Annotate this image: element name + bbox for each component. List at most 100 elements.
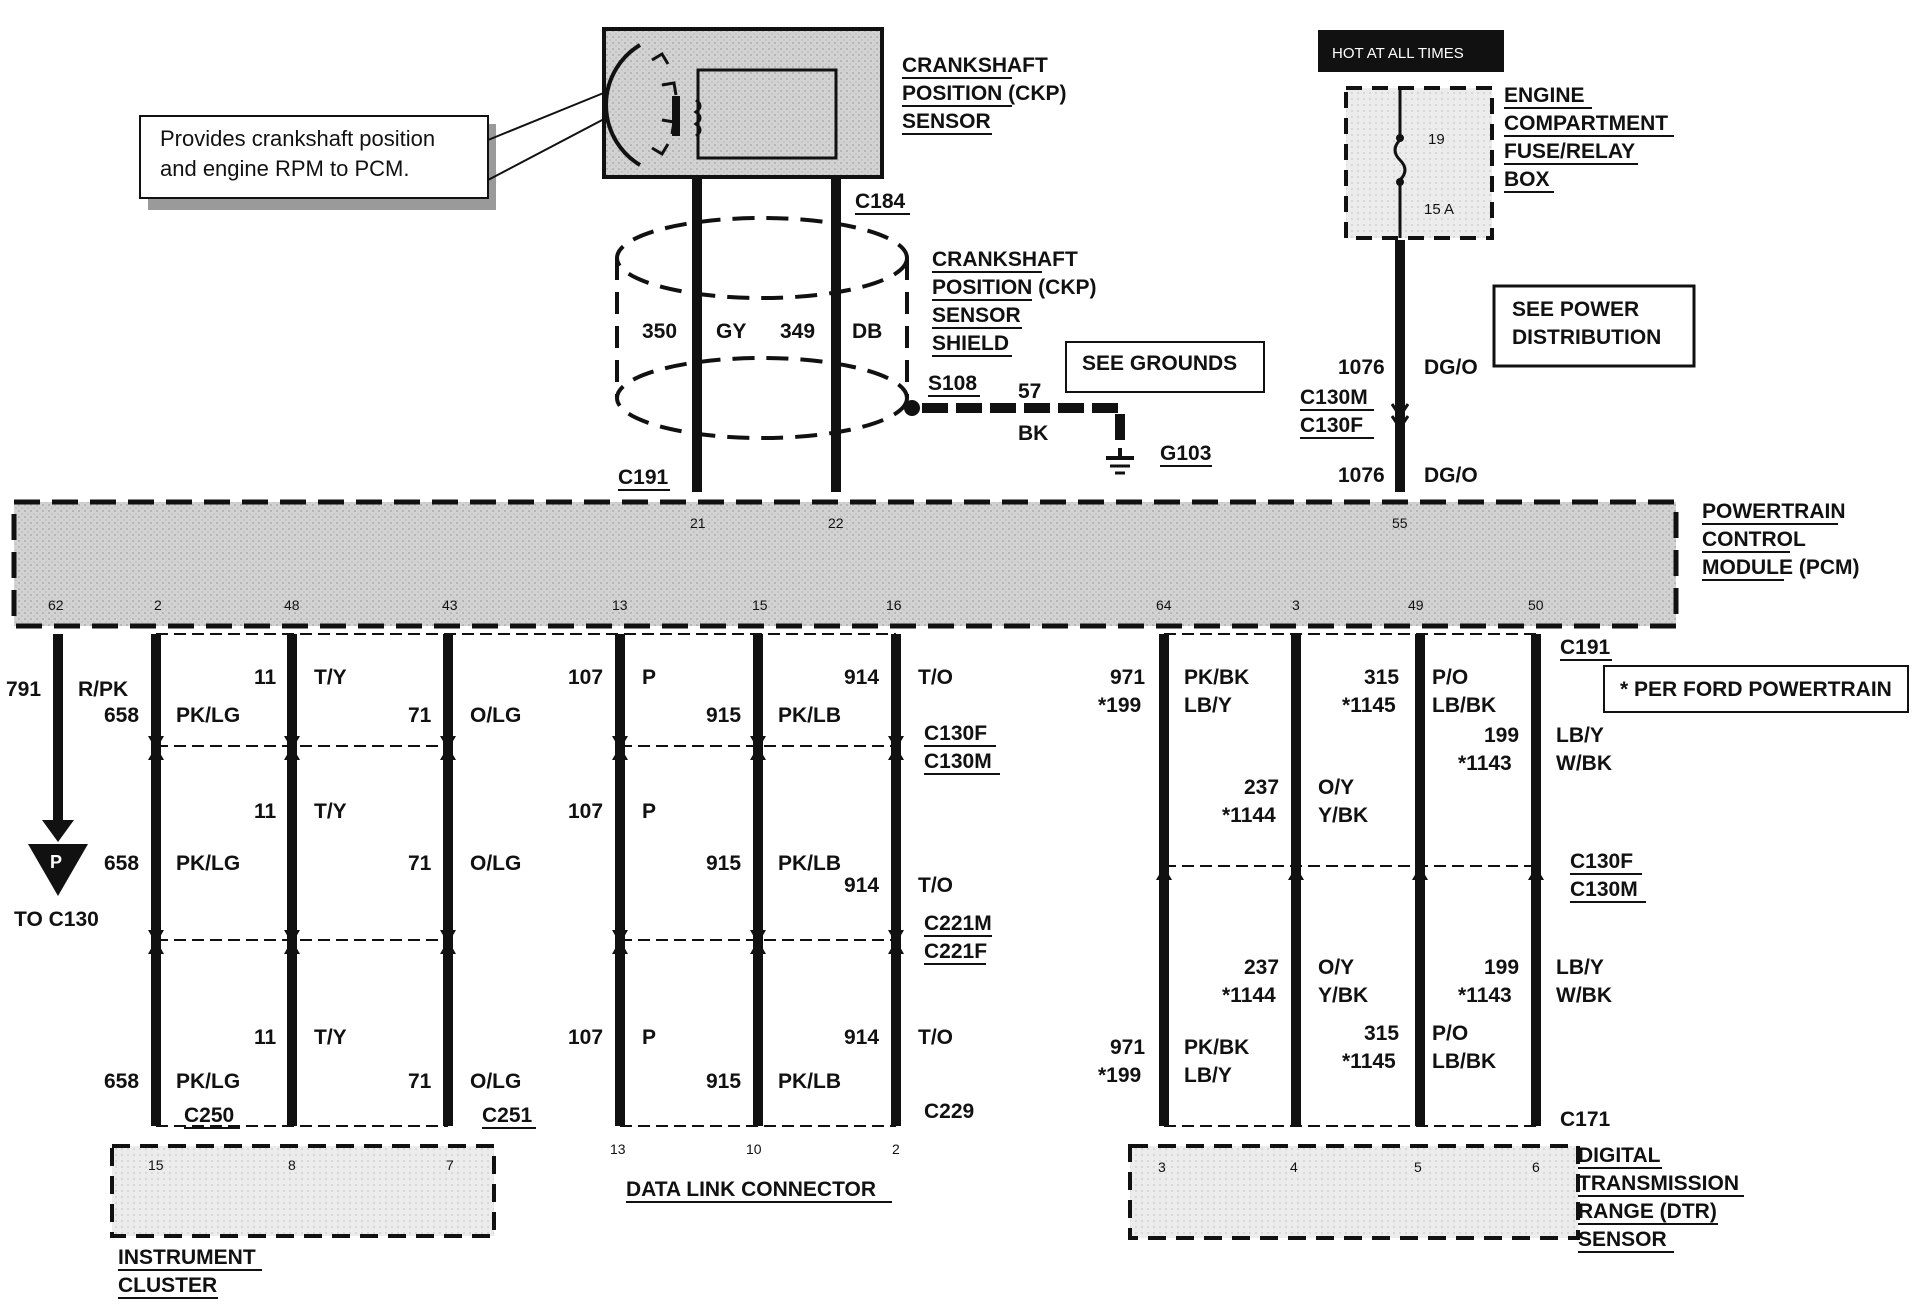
ckp-shield-label-4: SHIELD [932,332,1009,355]
wire-315-alt-color-2: LB/BK [1432,1050,1496,1073]
connector-c184: C184 [855,190,906,213]
dlc-pin-13: 13 [610,1141,626,1157]
pcm-pin-13: 13 [612,597,628,613]
wire-199-number-1: 199 [1484,724,1519,747]
splice-s108 [904,400,920,416]
connector-c251: C251 [482,1104,533,1127]
dtr-label-1: DIGITAL [1578,1144,1661,1167]
wire-971-number-2: 971 [1110,1036,1145,1059]
wire-971-number-1: 971 [1110,666,1145,689]
wire-1144s-number-2: *1144 [1222,984,1276,1007]
connector-c221f: C221F [924,940,987,963]
wire-107-number-3: 107 [568,1026,603,1049]
to-c130-label: TO C130 [14,908,99,931]
wire-791-color: R/PK [78,678,128,701]
connector-c130f-power: C130F [1300,414,1363,437]
see-power-label-1: SEE POWER [1512,298,1639,321]
wire-1143s-number-2: *1143 [1458,984,1512,1007]
connector-c250: C250 [184,1104,234,1127]
wire-11-number-3: 11 [254,1026,277,1049]
per-ford-label: * PER FORD POWERTRAIN [1620,678,1892,701]
dlc-pin-10: 10 [746,1141,762,1157]
ckp-label-underlines [902,77,1012,135]
fuse-box-label-1: ENGINE [1504,84,1585,107]
power-wire-number-2: 1076 [1338,464,1385,487]
ground-wire-57-number: 57 [1018,380,1041,403]
wire-658-color-3: PK/LG [176,1070,240,1093]
wire-914-color-1: T/O [918,666,953,689]
ground-wire-57 [922,403,1125,448]
ckp-description-line-1: Provides crankshaft position [160,126,435,151]
wire-107-number-1: 107 [568,666,603,689]
ckp-shield-label-2: POSITION (CKP) [932,276,1097,299]
wire-914-number-3: 914 [844,1026,879,1049]
cluster-pin-15: 15 [148,1157,164,1173]
connector-c130f-right: C130F [1570,850,1633,873]
wire-71-color-2: O/LG [470,852,521,875]
dlc-pin-2: 2 [892,1141,900,1157]
wire-914-number-2: 914 [844,874,879,897]
dtr-pin-4: 4 [1290,1159,1298,1175]
wire-658-color-1: PK/LG [176,704,240,727]
wire-71-color-1: O/LG [470,704,521,727]
ckp-description-line-2: and engine RPM to PCM. [160,156,409,181]
ckp-description-callout [139,91,607,210]
wire-1144s-number-1: *1144 [1222,804,1276,827]
wire-915-color-1: PK/LB [778,704,841,727]
wire-915-number-3: 915 [706,1070,741,1093]
ckp-sensor-label-1: CRANKSHAFT [902,54,1048,77]
wire-971-alt-color-2: LB/Y [1184,1064,1232,1087]
pcm-pin-43: 43 [442,597,458,613]
pcm-pin-50: 50 [1528,597,1544,613]
pcm-pin-2: 2 [154,597,162,613]
ckp-sensor-label-3: SENSOR [902,110,991,133]
wire-11-number-1: 11 [254,666,277,689]
pcm-label-3: MODULE (PCM) [1702,556,1859,579]
dtr-pin-3: 3 [1158,1159,1166,1175]
wire-237-color-1: O/Y [1318,776,1354,799]
fuse-box-label-3: FUSE/RELAY [1504,140,1635,163]
connector-c130m-right: C130M [1570,878,1638,901]
wire-791-number: 791 [6,678,41,701]
wire-1143s-number-1: *1143 [1458,752,1512,775]
connector-c221m: C221M [924,912,992,935]
ckp-wire-db: DB [852,320,882,343]
wire-237-alt-color-2: Y/BK [1318,984,1368,1007]
wire-1145s-number-1: *1145 [1342,694,1396,717]
dtr-label-4: SENSOR [1578,1228,1667,1251]
ckp-wires [692,178,841,492]
ckp-wire-gy: GY [716,320,746,343]
ckp-shield-label-3: SENSOR [932,304,1021,327]
ckp-wire-349: 349 [780,320,815,343]
wire-658-color-2: PK/LG [176,852,240,875]
pcm-pin-3: 3 [1292,597,1300,613]
fuse-box [1344,86,1494,240]
pcm-pin-48: 48 [284,597,300,613]
wire-915-number-2: 915 [706,852,741,875]
wire-71-color-3: O/LG [470,1070,521,1093]
pcm-pin-55: 55 [1392,515,1408,531]
see-power-label-2: DISTRIBUTION [1512,326,1661,349]
wire-71-number-2: 71 [408,852,432,875]
connector-c130f-left: C130F [924,722,987,745]
right-connector-lines [1164,633,1536,1127]
connector-c171: C171 [1560,1108,1611,1131]
instrument-cluster-box [110,1144,496,1238]
wire-107-color-3: P [642,1026,656,1049]
page-marker-p-label: P [50,852,62,872]
ckp-shield-label-1: CRANKSHAFT [932,248,1078,271]
power-wire-color-1: DG/O [1424,356,1478,379]
connector-c229: C229 [924,1100,974,1123]
connector-c130m-power: C130M [1300,386,1368,409]
wire-914-color-3: T/O [918,1026,953,1049]
wire-971-alt-color-1: LB/Y [1184,694,1232,717]
instrument-cluster-label-1: INSTRUMENT [118,1246,256,1269]
connector-c191-top: C191 [618,466,669,489]
wire-658-number-1: 658 [104,704,139,727]
pcm-label-2: CONTROL [1702,528,1806,551]
connector-c130m-left: C130M [924,750,992,773]
right-connector-arrows [1156,866,1544,880]
dtr-pin-6: 6 [1532,1159,1540,1175]
wire-658-number-2: 658 [104,852,139,875]
